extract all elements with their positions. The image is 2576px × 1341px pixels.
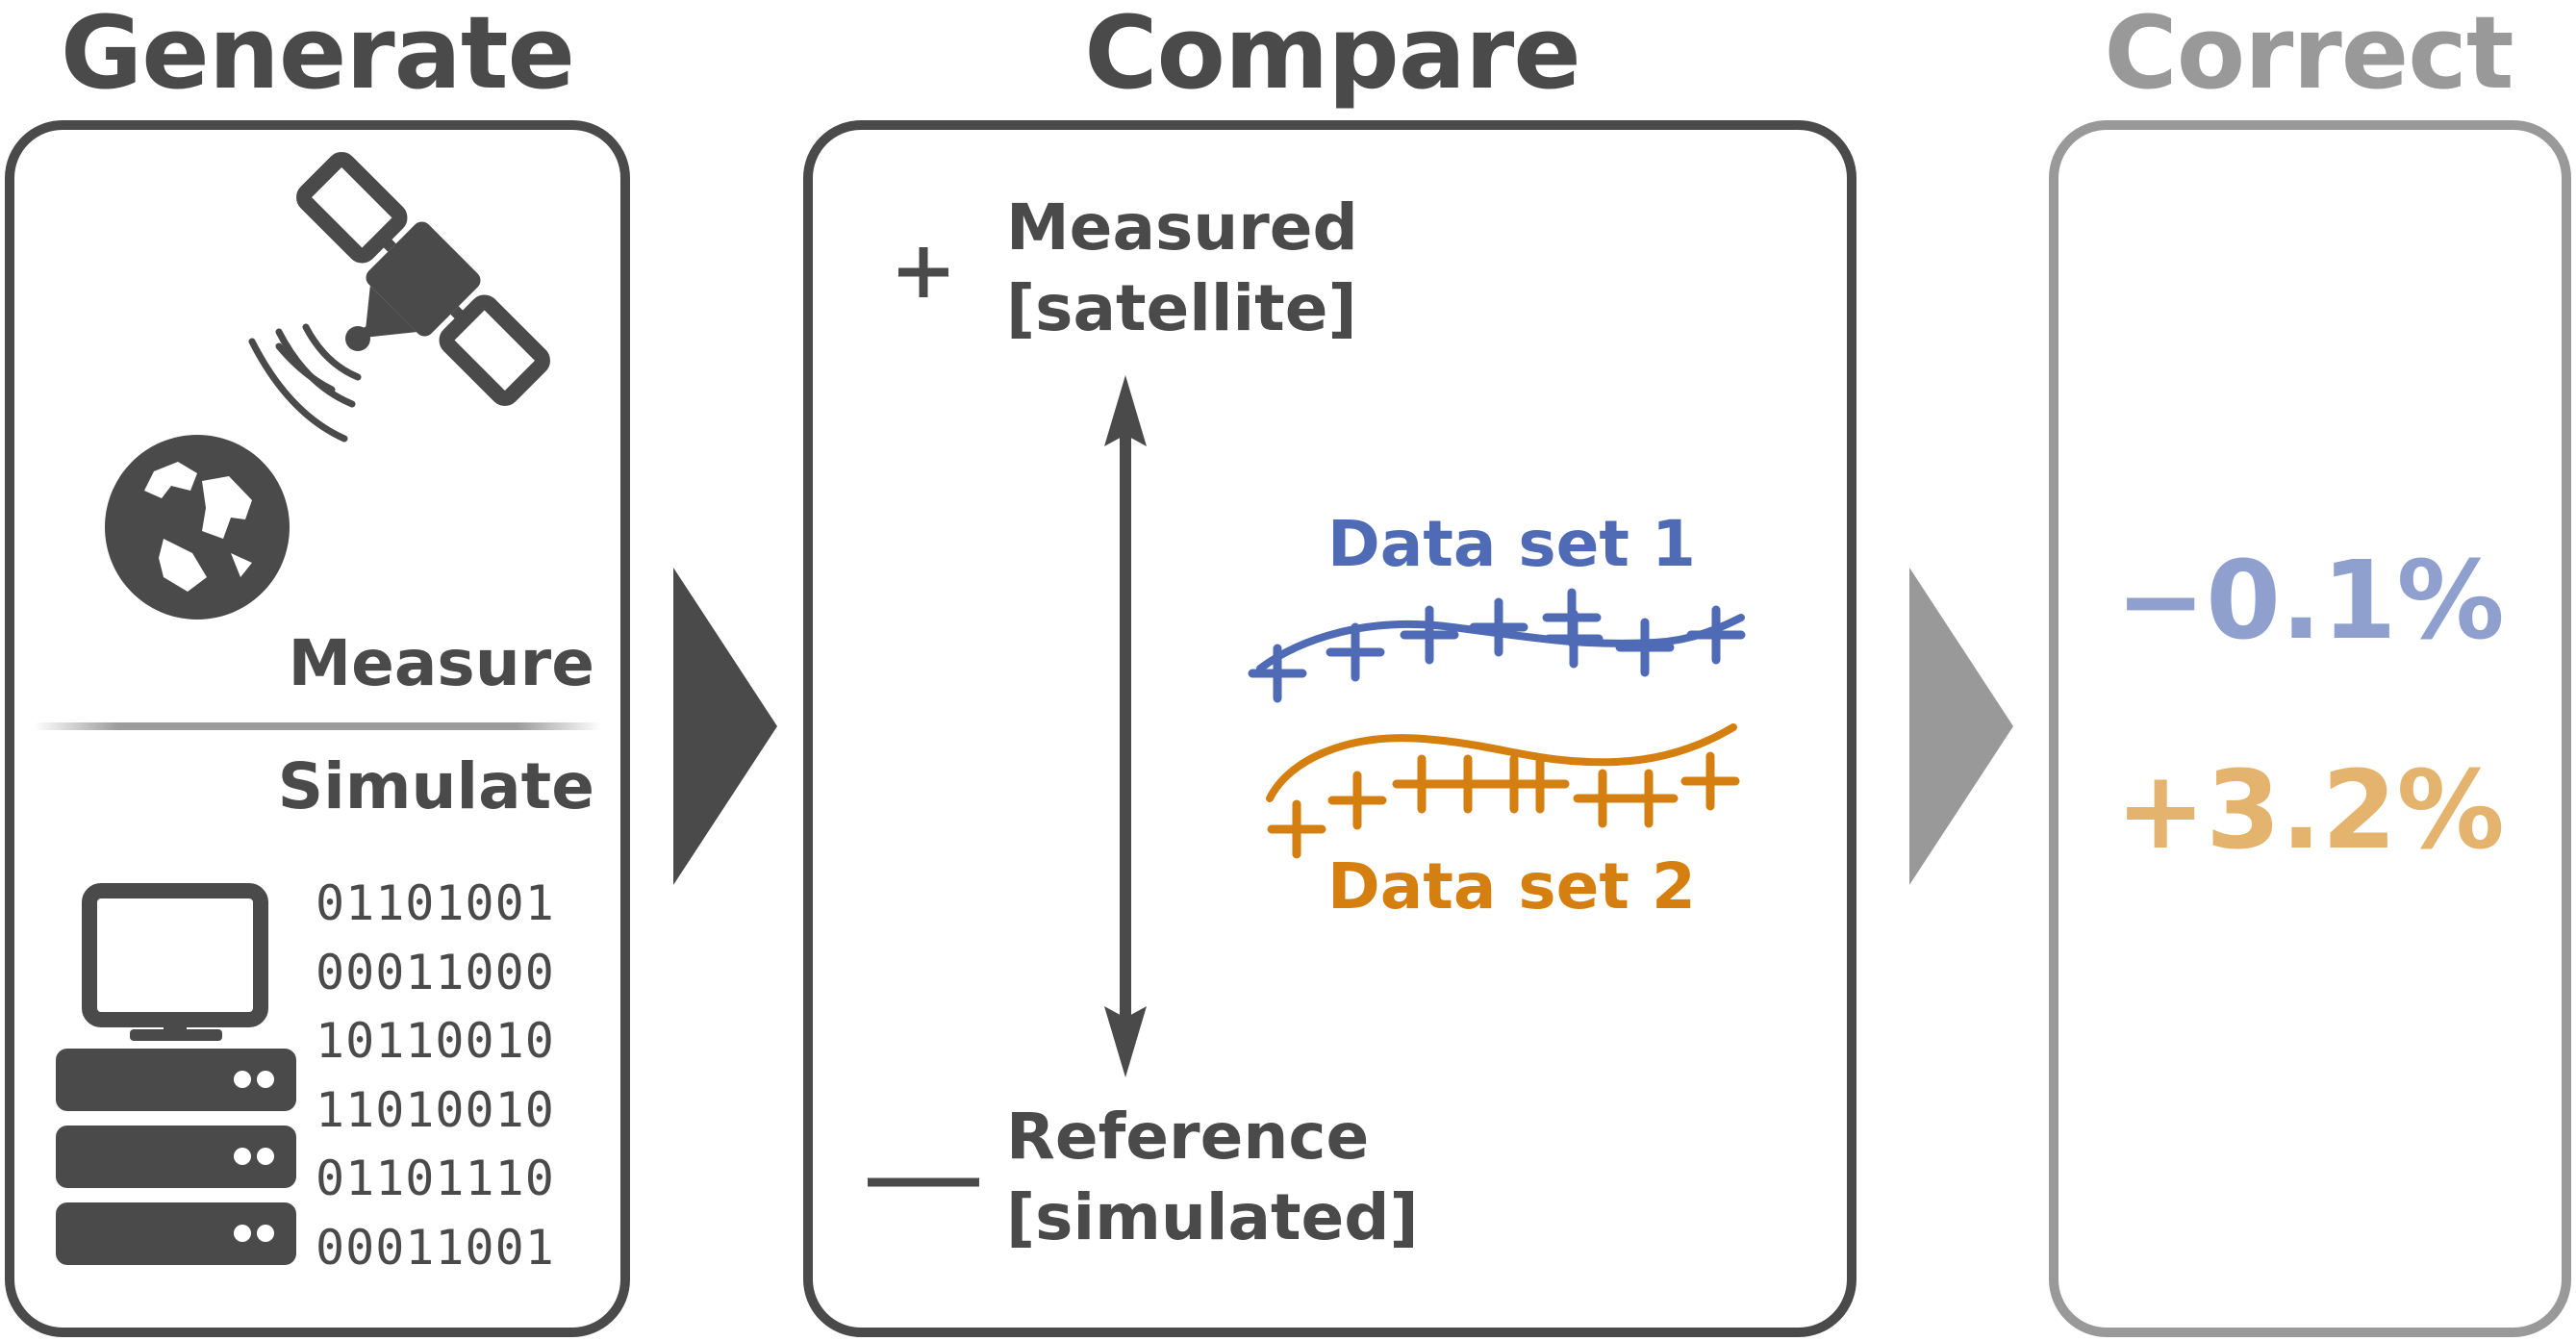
measure-simulate-divider [34,722,601,730]
simulate-label: Simulate [277,749,594,823]
flow-arrow-icon [673,568,777,885]
measured-legend-line1: Measured [1006,190,1358,265]
compare-panel [803,120,1856,1337]
double-arrow-icon [1104,375,1147,1077]
binary-data-list: 01101001 00011000 10110010 11010010 0110… [316,870,555,1282]
correct-panel [2049,120,2571,1337]
reference-legend-line2: [simulated] [1006,1180,1419,1254]
dataset2-label: Data set 2 [1327,849,1696,924]
binary-row: 01101001 [316,875,555,931]
step-title-compare: Compare [1084,0,1581,112]
dataset1-correction-value: −0.1% [2115,539,2505,664]
dataset2-series [1266,723,1740,859]
step-title-correct: Correct [2104,0,2513,112]
measured-plus-icon [898,247,948,297]
measure-label: Measure [288,626,594,700]
dataset1-label: Data set 1 [1327,507,1696,581]
binary-row: 10110010 [316,1013,555,1069]
step-title-generate: Generate [60,0,575,112]
measured-legend-line2: [satellite] [1006,271,1357,345]
binary-row: 00011001 [316,1219,555,1276]
flow-arrow-icon [1909,568,2013,885]
earth-globe-icon [105,435,290,620]
measured-legend-label: Measured [satellite] [1006,188,1358,349]
binary-row: 00011000 [316,944,555,1000]
binary-row: 01101110 [316,1151,555,1206]
satellite-icon [248,152,550,443]
server-rack-icon [56,1049,296,1265]
reference-legend-line1: Reference [1006,1100,1370,1174]
dataset2-correction-value: +3.2% [2115,748,2505,873]
dataset1-series [1248,588,1746,703]
reference-legend-label: Reference [simulated] [1006,1097,1419,1258]
binary-row: 11010010 [316,1081,555,1138]
computer-monitor-icon [82,883,268,1041]
